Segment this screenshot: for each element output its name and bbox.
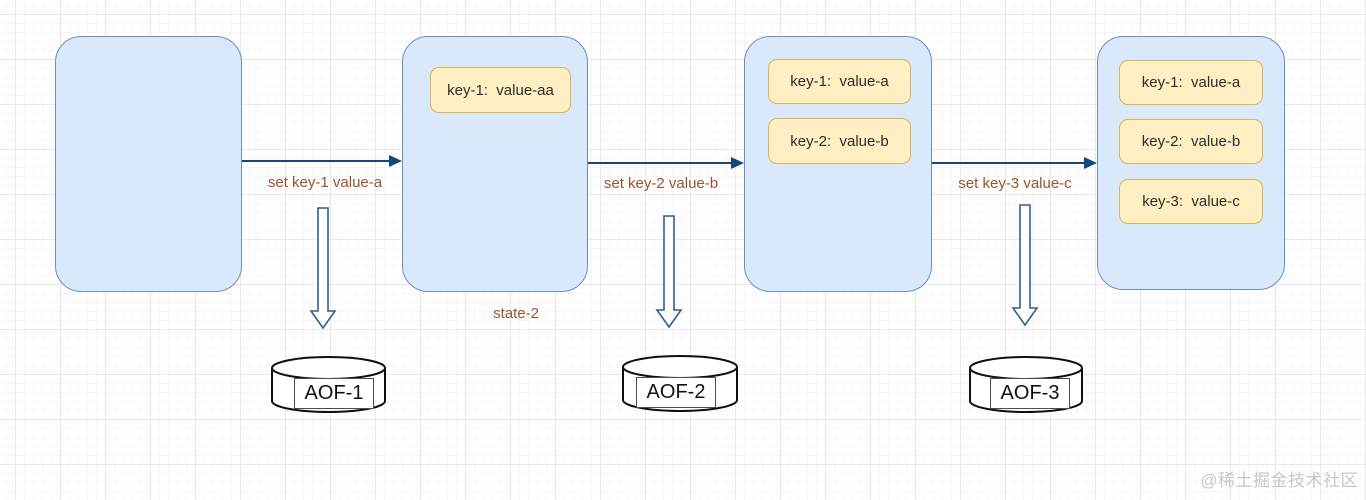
kv-chip: key-2: value-b <box>768 118 911 164</box>
transition-arrow-3 <box>932 157 1097 169</box>
transition-label-2: set key-2 value-b <box>603 175 719 192</box>
watermark: @稀土掘金技术社区 <box>1200 471 1358 490</box>
kv-chip: key-1: value-aa <box>430 67 571 113</box>
aof-2-label: AOF-2 <box>636 377 716 408</box>
aof-1-label: AOF-1 <box>294 378 374 409</box>
transition-label-1: set key-1 value-a <box>267 174 383 191</box>
kv-chip: key-3: value-c <box>1119 179 1263 224</box>
state-box-1 <box>55 36 242 292</box>
kv-chip: key-1: value-a <box>768 59 911 104</box>
state-2-caption: state-2 <box>493 305 539 322</box>
kv-chip: key-1: value-a <box>1119 60 1263 105</box>
aof-3-label: AOF-3 <box>990 378 1070 409</box>
state-box-4: key-1: value-a key-2: value-b key-3: val… <box>1097 36 1285 290</box>
transition-arrow-1 <box>242 155 402 167</box>
aof-write-arrow-1 <box>309 207 337 330</box>
aof-write-arrow-3 <box>1011 204 1039 327</box>
kv-chip: key-2: value-b <box>1119 119 1263 164</box>
transition-arrow-2 <box>588 157 744 169</box>
state-box-2: key-1: value-aa <box>402 36 588 292</box>
transition-label-3: set key-3 value-c <box>958 175 1072 192</box>
state-box-3: key-1: value-a key-2: value-b <box>744 36 932 292</box>
aof-write-arrow-2 <box>655 215 683 329</box>
